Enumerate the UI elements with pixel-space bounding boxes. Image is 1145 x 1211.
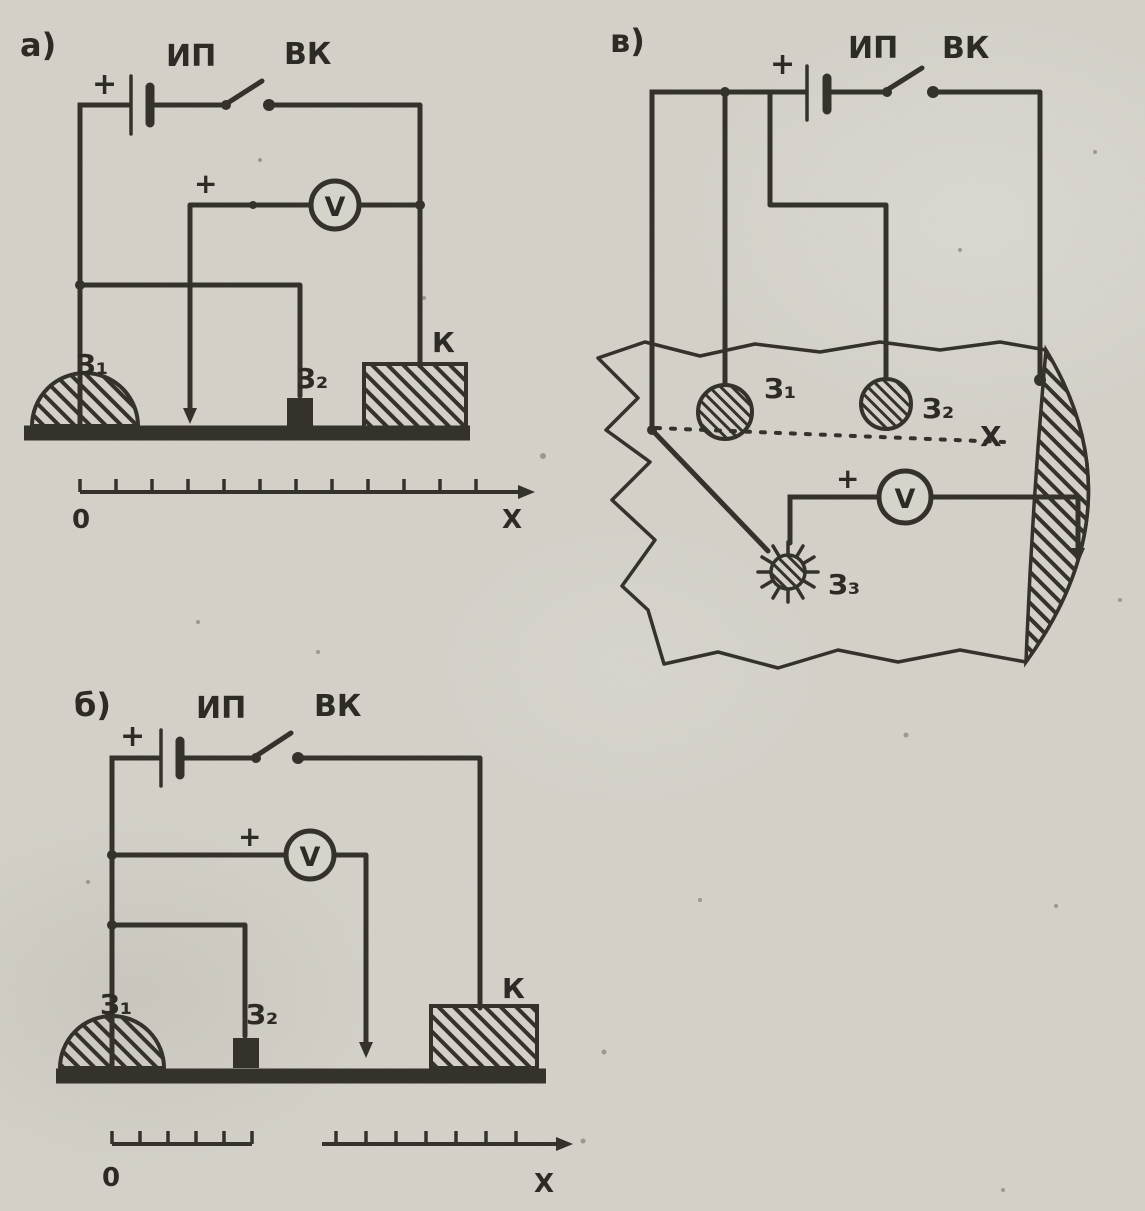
- switch-contact-right: [927, 86, 939, 98]
- electrode-z1-label: З₁: [100, 988, 132, 1021]
- axis-arrowhead: [518, 485, 535, 499]
- panel-label-b: б): [74, 686, 111, 724]
- battery-plus-sign: +: [120, 719, 145, 754]
- electrode-z1-circle: [696, 383, 754, 441]
- voltmeter-letter: V: [300, 842, 321, 873]
- voltmeter-icon: [283, 828, 337, 882]
- electrode-z3-spokes: [756, 540, 820, 604]
- junction-dot: [107, 850, 117, 860]
- electrode-z1-dome: [29, 371, 141, 428]
- junction-dot: [1034, 374, 1046, 386]
- axis-zero-label: 0: [102, 1163, 120, 1193]
- paper-specks: [86, 150, 1122, 1192]
- junction-dot: [720, 87, 730, 97]
- diagram-v: в) + ИП ВК З₁ З₂ X V +: [596, 22, 1091, 670]
- switch-contact-left: [251, 753, 261, 763]
- electrode-k-label: К: [502, 972, 525, 1005]
- switch-label: ВК: [284, 37, 332, 72]
- axis-x-label: X: [980, 420, 1002, 453]
- electrode-z2-label: З₂: [246, 998, 278, 1031]
- voltmeter-letter: V: [325, 192, 346, 223]
- electrode-k-block: [429, 1004, 539, 1070]
- junction-dot: [75, 280, 85, 290]
- probe-arrow: [1071, 548, 1085, 564]
- battery-plus-sign: +: [770, 47, 795, 82]
- electrode-z1-label: З₁: [76, 348, 108, 381]
- panel-label-v: в): [610, 22, 645, 60]
- power-source-label: ИП: [166, 39, 216, 74]
- electrode-k-crescent: [1024, 344, 1091, 668]
- switch-contact-left: [221, 100, 231, 110]
- switch-contact-left: [882, 87, 892, 97]
- switch-contact-right: [263, 99, 275, 111]
- probe-arrow: [183, 408, 197, 424]
- electrode-k-label: К: [432, 326, 455, 359]
- switch-label: ВК: [314, 689, 362, 724]
- power-source-label: ИП: [848, 31, 898, 66]
- electrode-z2-label: З₂: [922, 392, 954, 425]
- electrode-z2-label: З₂: [296, 362, 328, 395]
- electrode-k-block: [362, 362, 468, 430]
- axis-arrowhead: [556, 1137, 573, 1151]
- battery-plus-sign: +: [92, 67, 117, 102]
- diagram-b: б) + ИП ВК V + З₁ З₂ К 0 X: [56, 686, 573, 1199]
- electrode-z2-block: [233, 1038, 259, 1068]
- panel-label-a: а): [20, 26, 56, 64]
- axis-ticks: [110, 1131, 518, 1144]
- switch-arm: [253, 730, 294, 759]
- switch-arm: [223, 78, 265, 107]
- electrode-z3-circle: [769, 553, 807, 591]
- axis-x-label: X: [502, 505, 522, 535]
- voltmeter-plus-sign: +: [836, 462, 859, 495]
- electrode-z1-label: З₁: [764, 372, 796, 405]
- diagram-a: а) + ИП ВК V + З₁ З₂ К 0 X: [20, 26, 535, 535]
- voltmeter-plus-sign: +: [238, 820, 261, 853]
- junction-dot: [249, 201, 257, 209]
- electrode-z2-block: [287, 398, 313, 428]
- electrode-z1-dome: [57, 1014, 167, 1070]
- switch-arm: [884, 65, 925, 93]
- axis-ticks: [78, 479, 478, 492]
- switch-contact-right: [292, 752, 304, 764]
- axis-x-label: X: [534, 1169, 554, 1199]
- electrode-z3-label: З₃: [828, 568, 860, 601]
- wires: [649, 89, 1081, 555]
- junction-dot: [107, 920, 117, 930]
- voltmeter-plus-sign: +: [194, 167, 217, 200]
- voltmeter-letter: V: [895, 484, 916, 515]
- switch-label: ВК: [942, 31, 990, 66]
- electrode-z2-circle: [859, 377, 913, 431]
- wires: [109, 755, 483, 1069]
- probe-arrow: [359, 1042, 373, 1058]
- voltmeter-icon: [308, 178, 362, 232]
- voltmeter-icon: [876, 468, 934, 526]
- power-source-label: ИП: [196, 691, 246, 726]
- junction-dot: [415, 200, 425, 210]
- axis-zero-label: 0: [72, 505, 90, 535]
- dashed-measure-line: [654, 426, 1006, 444]
